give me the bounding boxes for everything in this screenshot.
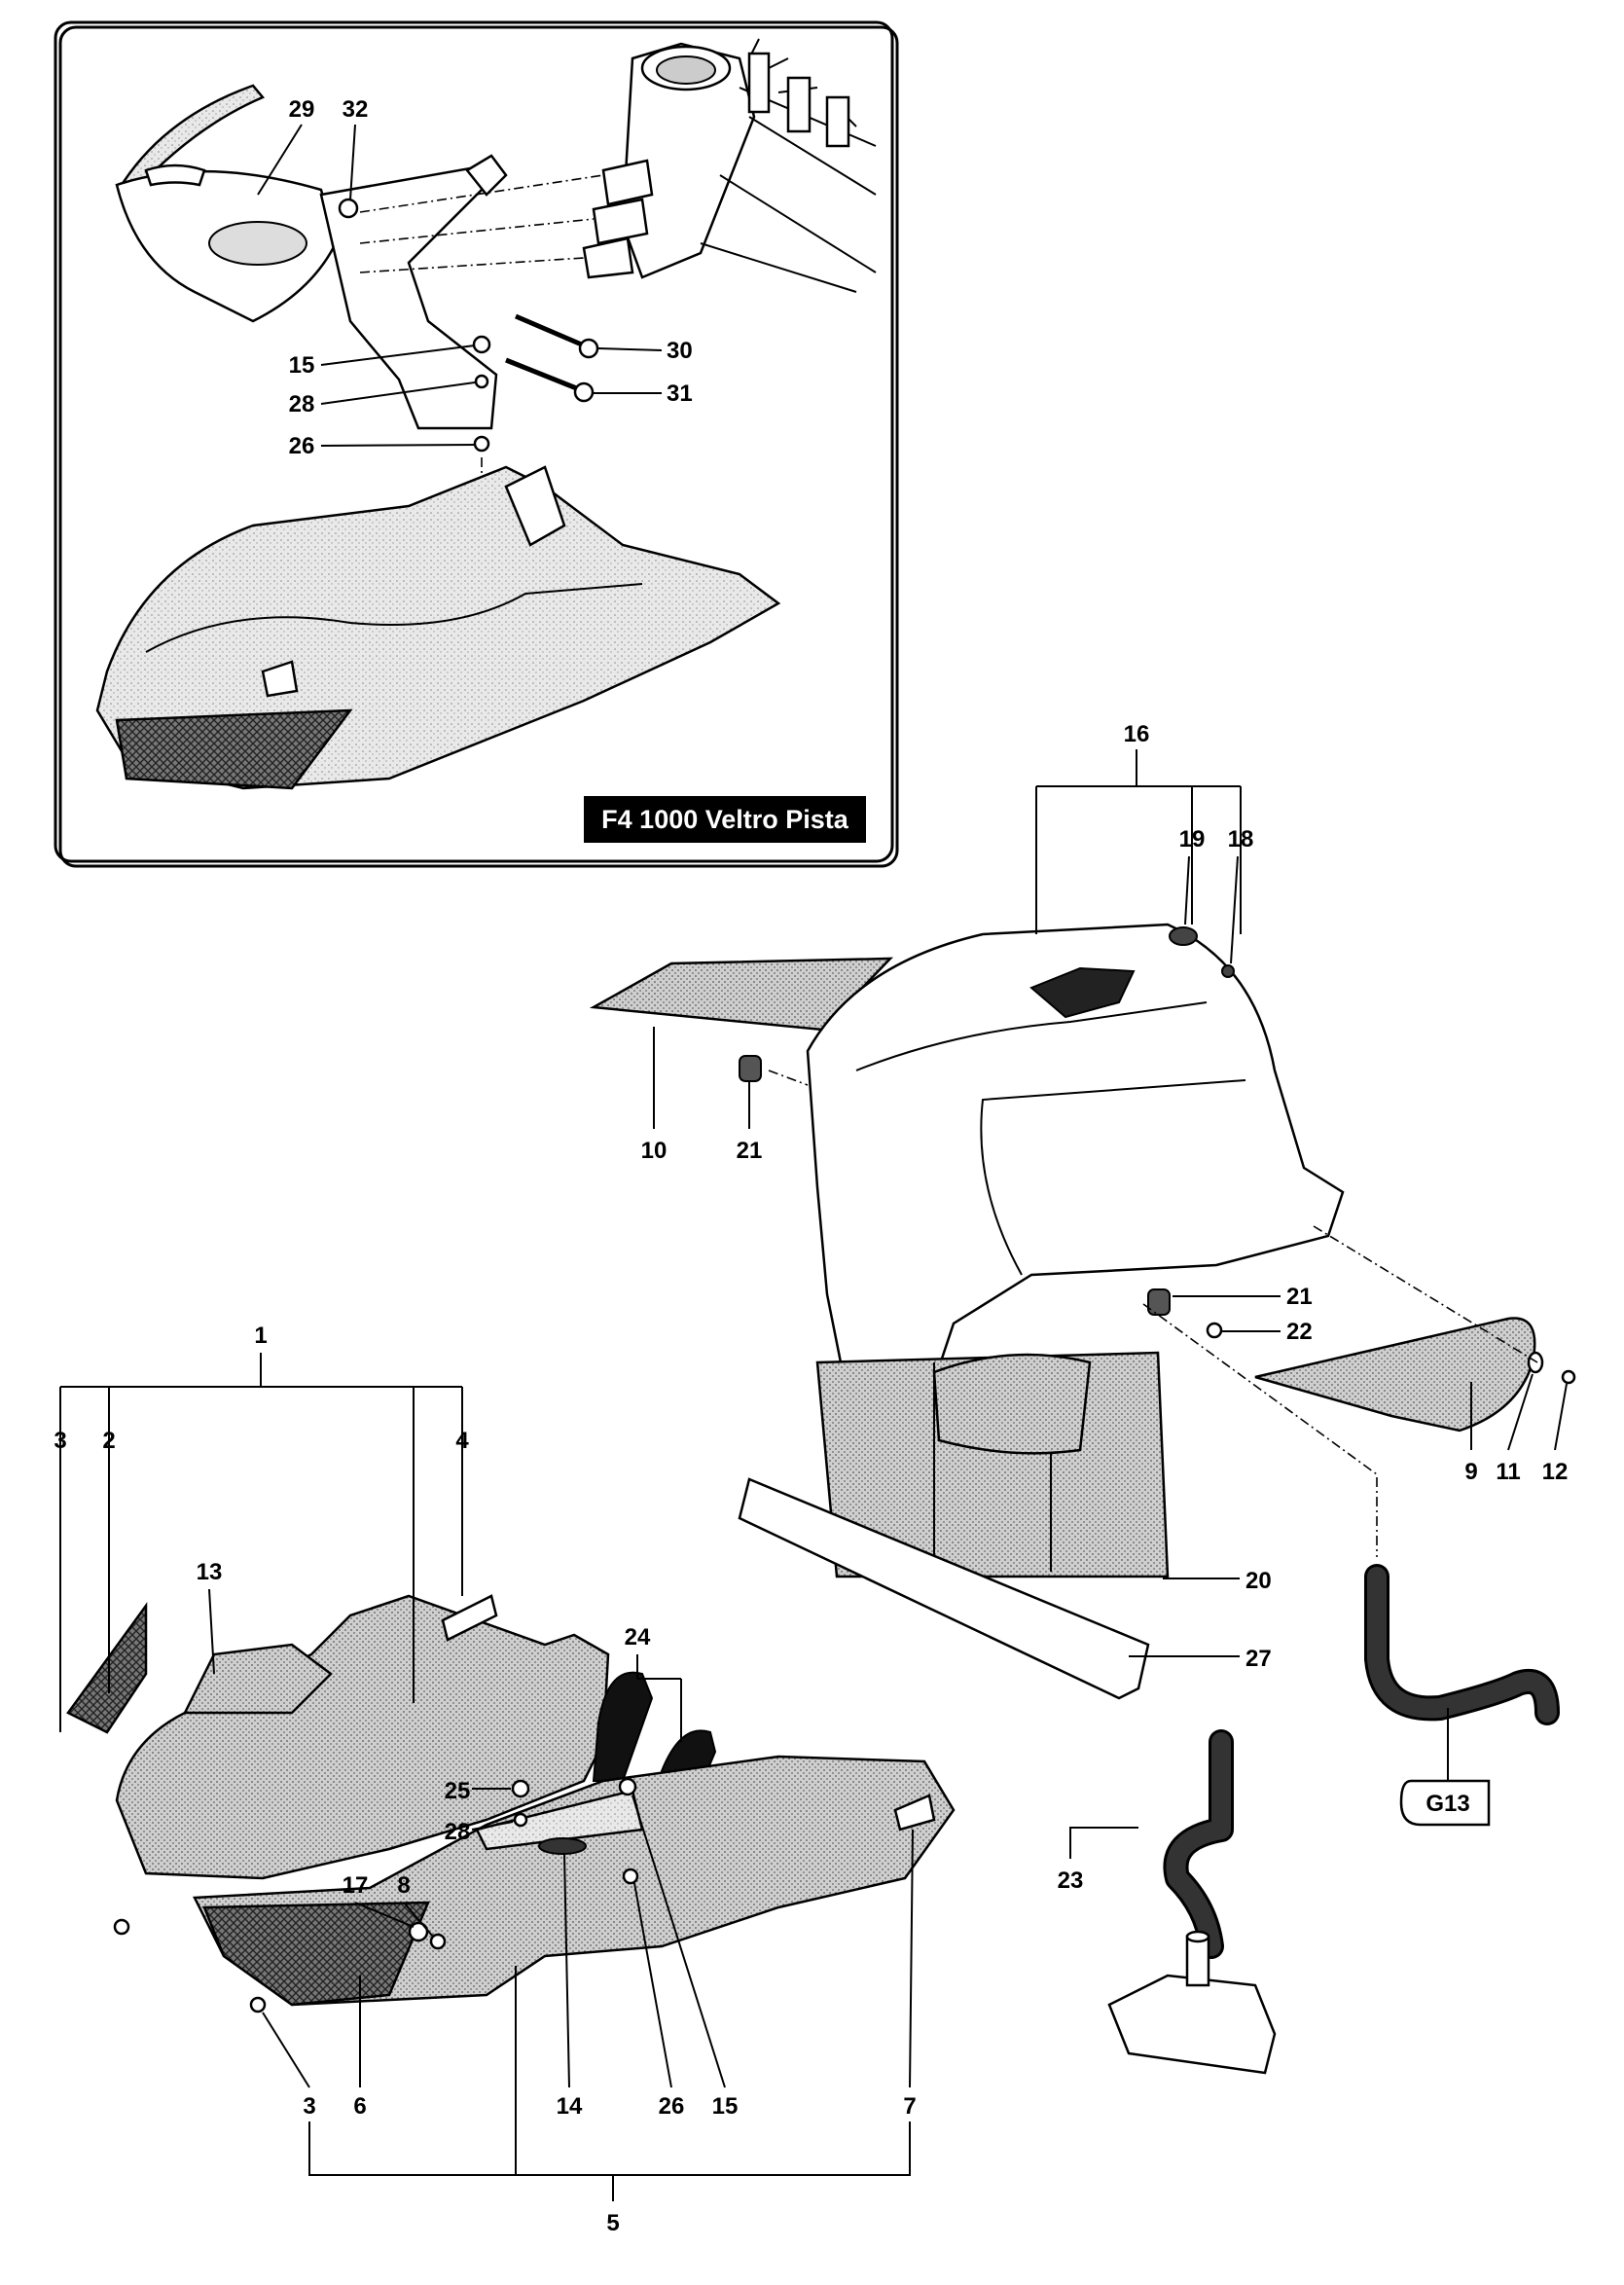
- inset-lower-fairing: [95, 465, 781, 790]
- part-14: [538, 1837, 587, 1855]
- model-badge: F4 1000 Veltro Pista: [584, 796, 866, 843]
- callout-28-inset: 28: [289, 391, 315, 417]
- ref-tag-g13-text: G13: [1426, 1791, 1469, 1817]
- callout-22: 22: [1286, 1319, 1313, 1345]
- screw-22: [1206, 1322, 1223, 1339]
- inset-panel: F4 1000 Veltro Pista 29 32 30 31 15 28 2…: [54, 20, 899, 868]
- bolt-31: [505, 357, 595, 403]
- washer-11: [1527, 1351, 1544, 1374]
- callout-28-lower: 28: [445, 1819, 471, 1845]
- plate-27: [738, 1477, 1150, 1700]
- screw-15: [618, 1777, 637, 1796]
- callout-3-bottom: 3: [303, 2093, 315, 2120]
- lower-fairing-5: [193, 1755, 956, 2007]
- callout-30: 30: [667, 338, 693, 364]
- callout-10: 10: [641, 1138, 668, 1164]
- mesh-6: [202, 1901, 430, 2007]
- callout-9: 9: [1464, 1459, 1477, 1485]
- airbox-fairing-group: 1 2 3 4 13 24 25 28 17 8 3 6 14 26 15 7 …: [54, 1323, 956, 2236]
- nut-32: [338, 198, 359, 219]
- nose-fairing-part: [115, 84, 338, 323]
- screw-3a: [113, 1918, 130, 1936]
- seal-24a: [592, 1671, 654, 1782]
- callout-7: 7: [903, 2093, 916, 2120]
- callout-12: 12: [1542, 1459, 1569, 1485]
- callout-20: 20: [1245, 1568, 1272, 1594]
- callout-16: 16: [1124, 721, 1150, 747]
- callout-2: 2: [102, 1428, 115, 1454]
- callout-24: 24: [625, 1624, 651, 1650]
- frame-headstock: [582, 38, 877, 293]
- callout-4: 4: [455, 1428, 469, 1454]
- plug-19: [1169, 926, 1198, 946]
- net-2: [66, 1602, 148, 1734]
- grommet-21-top: [739, 1055, 762, 1082]
- callout-13: 13: [197, 1559, 223, 1585]
- fuel-tank-16: [806, 923, 1345, 1394]
- callout-8: 8: [397, 1872, 410, 1899]
- label-4: [441, 1594, 498, 1642]
- washer-28: [474, 374, 489, 389]
- fastener-17: [408, 1921, 429, 1942]
- fairing-bracket: [319, 154, 508, 430]
- airbox-20: [815, 1351, 1170, 1578]
- tank-filler-cap: [1029, 966, 1136, 1019]
- callout-32: 32: [343, 96, 369, 123]
- hose-g13: [1364, 1564, 1560, 1725]
- label-7: [893, 1794, 936, 1832]
- callout-26-inset: 26: [289, 433, 315, 459]
- callout-23: 23: [1058, 1868, 1084, 1894]
- callout-6: 6: [353, 2093, 366, 2120]
- washer-28: [513, 1812, 528, 1828]
- callout-27: 27: [1245, 1646, 1272, 1672]
- screw-3b: [249, 1996, 267, 2013]
- callout-25: 25: [445, 1778, 471, 1804]
- hose-23: [1163, 1729, 1234, 1959]
- callout-18: 18: [1228, 826, 1254, 852]
- ref-tag-g13: G13: [1399, 1708, 1491, 1827]
- grommet-26: [622, 1868, 639, 1885]
- nut-18: [1221, 964, 1235, 978]
- callout-1: 1: [254, 1323, 267, 1349]
- callout-29: 29: [289, 96, 315, 123]
- callout-3-top: 3: [54, 1428, 66, 1454]
- model-badge-text: F4 1000 Veltro Pista: [601, 805, 849, 834]
- callout-26-lower: 26: [659, 2093, 685, 2120]
- screw-25: [511, 1779, 530, 1798]
- grommet-21-lower: [1147, 1288, 1171, 1316]
- screw-12: [1561, 1369, 1576, 1385]
- tank-pad-10: [589, 957, 893, 1032]
- bolt-30: [515, 313, 599, 359]
- drain-fitting: [1107, 1930, 1277, 2075]
- screw-15: [472, 335, 491, 354]
- callout-15-inset: 15: [289, 352, 315, 379]
- upper-duct-1: [115, 1594, 610, 1880]
- callout-19: 19: [1179, 826, 1206, 852]
- callout-21-lower: 21: [1286, 1284, 1313, 1310]
- callout-5: 5: [606, 2210, 619, 2236]
- grommet-26: [473, 435, 490, 453]
- tank-group: G13 16 19 18 10 21 21 22 9 11 12 20 27 2…: [589, 721, 1576, 2075]
- callout-11: 11: [1496, 1459, 1520, 1485]
- fastener-8: [429, 1933, 447, 1950]
- callout-31: 31: [667, 381, 693, 407]
- callout-14: 14: [557, 2093, 583, 2120]
- callout-21-top: 21: [737, 1138, 763, 1164]
- callout-15-lower: 15: [712, 2093, 739, 2120]
- callout-17: 17: [343, 1872, 369, 1899]
